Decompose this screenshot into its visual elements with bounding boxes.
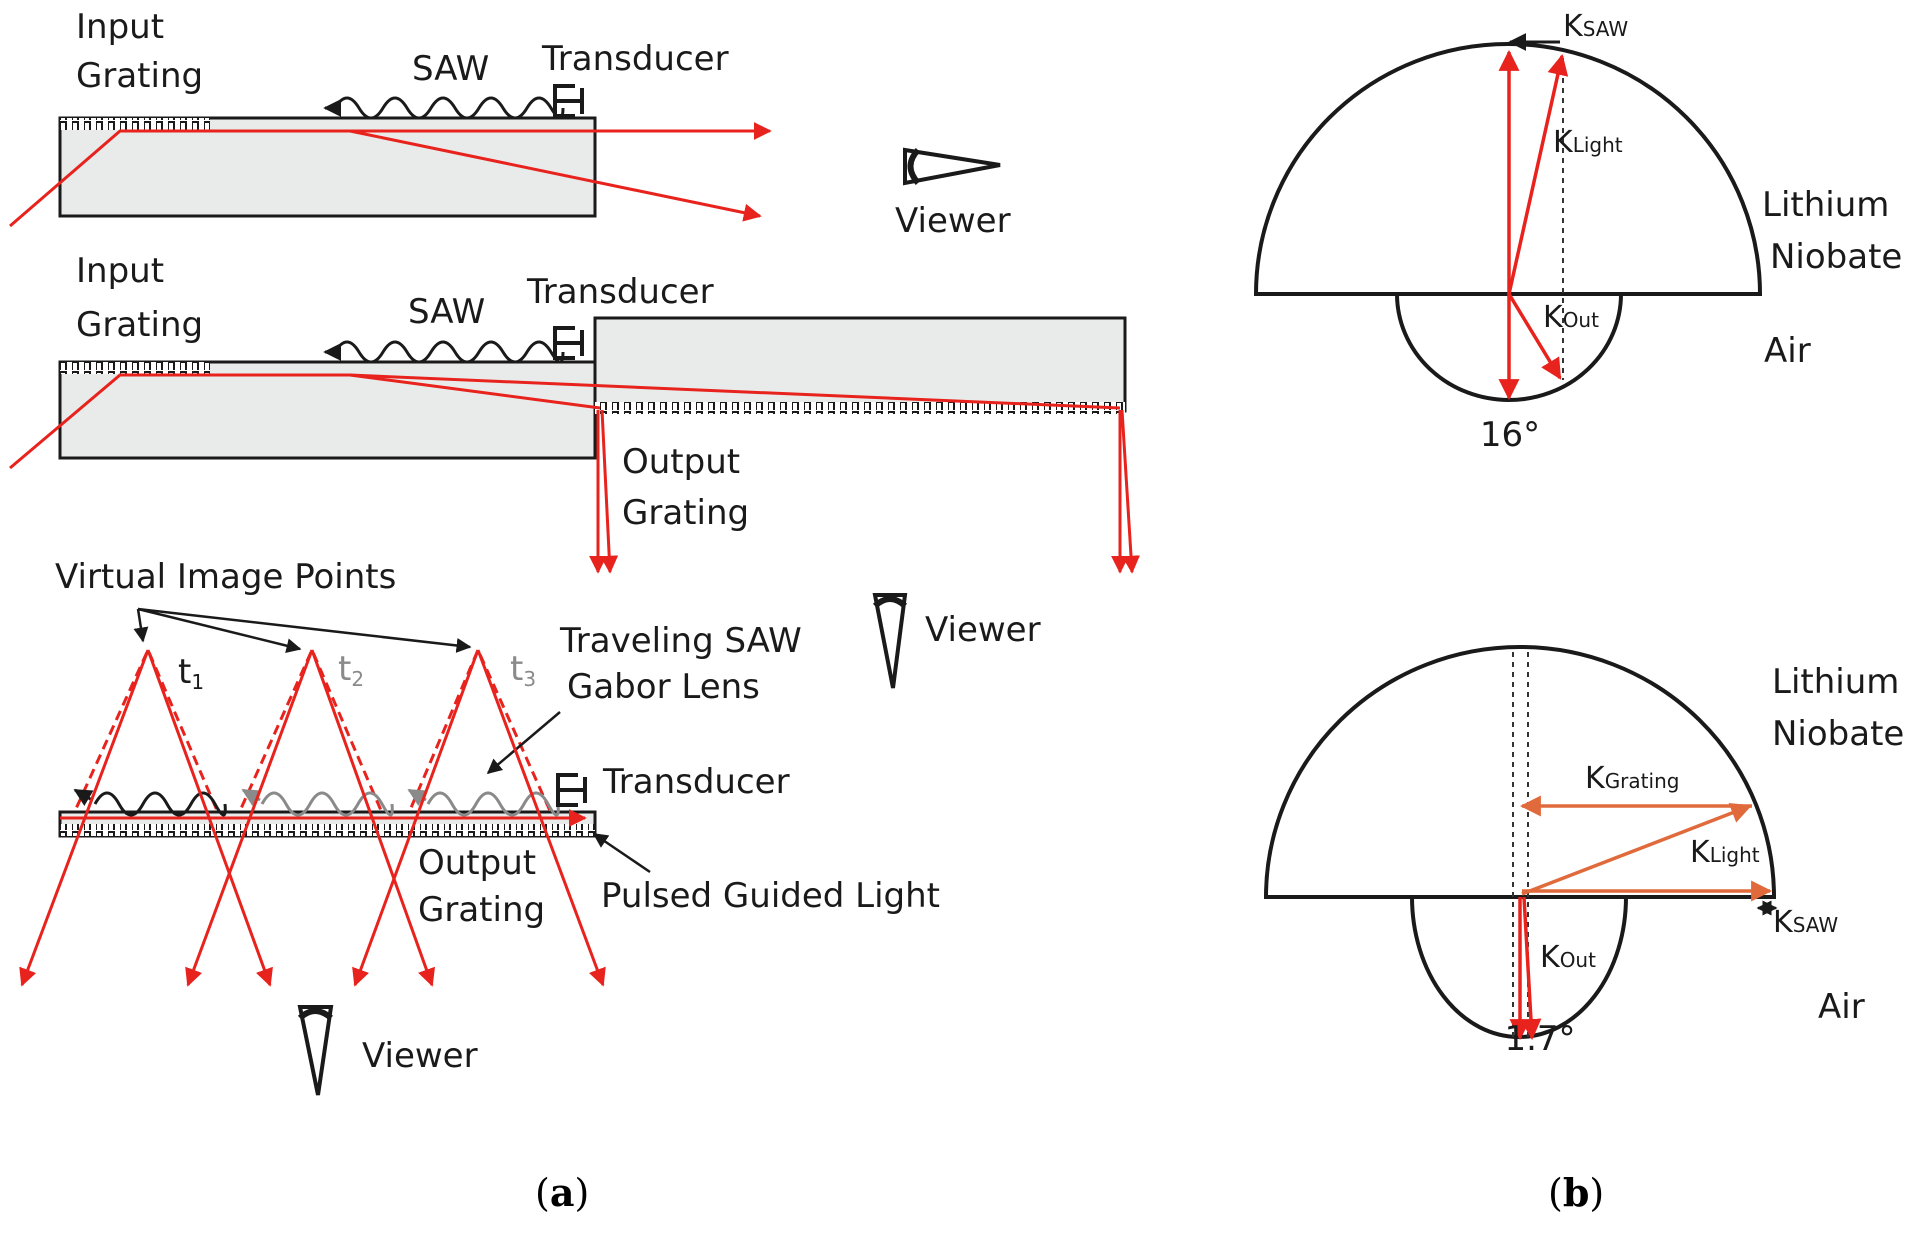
out-ray-2b bbox=[310, 649, 436, 987]
out-ray-1b bbox=[146, 649, 273, 987]
pulsed-guided-light-label: Pulsed Guided Light bbox=[601, 876, 940, 916]
k-light-arrow bbox=[1507, 53, 1569, 295]
grating-label: Grating bbox=[418, 890, 545, 930]
output-label: Output bbox=[622, 442, 740, 482]
grating-label-2: Grating bbox=[622, 493, 749, 533]
saw-wave bbox=[333, 96, 565, 120]
waveguide-slab bbox=[58, 360, 597, 460]
saw-wave-gray-2 bbox=[426, 791, 560, 817]
angle-label: 1.7° bbox=[1504, 1019, 1575, 1059]
ray-input bbox=[9, 122, 772, 228]
output-label: Output bbox=[418, 843, 536, 883]
diagram-1: Input Grating SAW Transducer Viewer bbox=[9, 7, 1011, 241]
niobate-label: Niobate bbox=[1772, 714, 1904, 754]
k-grating-label: KGrating bbox=[1585, 761, 1679, 796]
out-ray-3b bbox=[476, 649, 606, 987]
t3-label: t3 bbox=[510, 649, 536, 691]
caption-b: (b) bbox=[1548, 1170, 1604, 1215]
pulsed-pointer bbox=[592, 832, 651, 874]
gabor-pointer bbox=[486, 711, 561, 774]
pointer-t1 bbox=[133, 608, 149, 643]
out-ray-right-2 bbox=[1120, 409, 1140, 574]
eye-icon bbox=[903, 147, 1001, 186]
out-ray-2a bbox=[185, 649, 314, 987]
transducer-icon bbox=[553, 84, 584, 118]
transducer-label: Transducer bbox=[541, 39, 729, 79]
out-ray-3a bbox=[352, 649, 480, 987]
out-ray-left-2 bbox=[600, 409, 619, 574]
input-label: Input bbox=[76, 7, 164, 47]
virtual-image-points-label: Virtual Image Points bbox=[55, 557, 396, 597]
caption-a: (a) bbox=[535, 1170, 589, 1215]
air-label: Air bbox=[1764, 331, 1811, 371]
input-label: Input bbox=[76, 251, 164, 291]
input-grating bbox=[60, 118, 210, 130]
air-label: Air bbox=[1818, 987, 1865, 1027]
output-grating bbox=[595, 402, 1125, 414]
lithium-niobate-semicircle bbox=[1263, 645, 1777, 899]
diagram-3: Virtual Image Points t1 t2 t3 Traveling bbox=[19, 557, 940, 1096]
input-grating bbox=[60, 362, 210, 374]
saw-label: SAW bbox=[412, 49, 489, 89]
t1-label: t1 bbox=[178, 652, 204, 694]
transducer-label: Transducer bbox=[526, 272, 714, 312]
virtual-ray-1 bbox=[68, 646, 224, 823]
k-saw-label: KSAW bbox=[1773, 905, 1838, 940]
viewer-label: Viewer bbox=[925, 610, 1041, 650]
lithium-label: Lithium bbox=[1772, 662, 1899, 702]
out-ray-1a bbox=[19, 649, 150, 987]
virtual-ray-2 bbox=[233, 646, 388, 823]
lithium-label: Lithium bbox=[1762, 185, 1889, 225]
k-saw-label: KSAW bbox=[1563, 9, 1628, 44]
pointer-t3 bbox=[137, 607, 472, 653]
k-light-arrow bbox=[1521, 803, 1752, 896]
saw-wave-black bbox=[93, 791, 227, 817]
output-grating bbox=[60, 824, 595, 836]
pointer-t2 bbox=[137, 607, 302, 654]
k-out-arrow-2 bbox=[1520, 896, 1542, 1041]
transducer-label: Transducer bbox=[602, 762, 790, 802]
angle-label: 16° bbox=[1480, 415, 1540, 455]
k-out-arrow bbox=[1507, 293, 1562, 380]
eye-icon bbox=[872, 593, 908, 689]
eye-icon bbox=[297, 1005, 334, 1096]
waveguide-slab bbox=[58, 116, 597, 218]
viewer-label: Viewer bbox=[362, 1036, 478, 1076]
k-out-label: KOut bbox=[1543, 300, 1599, 335]
k-light-label: KLight bbox=[1553, 125, 1623, 160]
saw-wave bbox=[333, 340, 565, 364]
grating-label: Grating bbox=[76, 56, 203, 96]
traveling-saw-label: Traveling SAW bbox=[559, 621, 802, 661]
ray-diffracted bbox=[349, 129, 762, 222]
wave-vector-diagram-top: KSAW KLight KOut Lithium Niobate Air 16° bbox=[1253, 9, 1902, 455]
ray-input bbox=[9, 373, 1121, 470]
t2-label: t2 bbox=[338, 649, 364, 691]
saw-wave-gray-1 bbox=[260, 791, 394, 817]
niobate-label: Niobate bbox=[1770, 237, 1902, 277]
viewer-label: Viewer bbox=[895, 201, 1011, 241]
transducer-icon bbox=[556, 773, 587, 807]
k-out-label: KOut bbox=[1540, 940, 1596, 975]
gabor-lens-label: Gabor Lens bbox=[567, 667, 760, 707]
diagram-2: Input Grating SAW Transducer Output Grat… bbox=[9, 251, 1140, 689]
k-light-label: KLight bbox=[1690, 835, 1760, 870]
saw-label: SAW bbox=[408, 292, 485, 332]
ray-diffracted bbox=[349, 373, 601, 410]
virtual-ray-3 bbox=[403, 646, 557, 823]
saw-arrow-black bbox=[73, 788, 94, 806]
wave-vector-diagram-bottom: KGrating KLight KSAW KOut Lithium Niobat… bbox=[1263, 645, 1904, 1059]
grating-label: Grating bbox=[76, 305, 203, 345]
transducer-icon bbox=[553, 326, 584, 360]
